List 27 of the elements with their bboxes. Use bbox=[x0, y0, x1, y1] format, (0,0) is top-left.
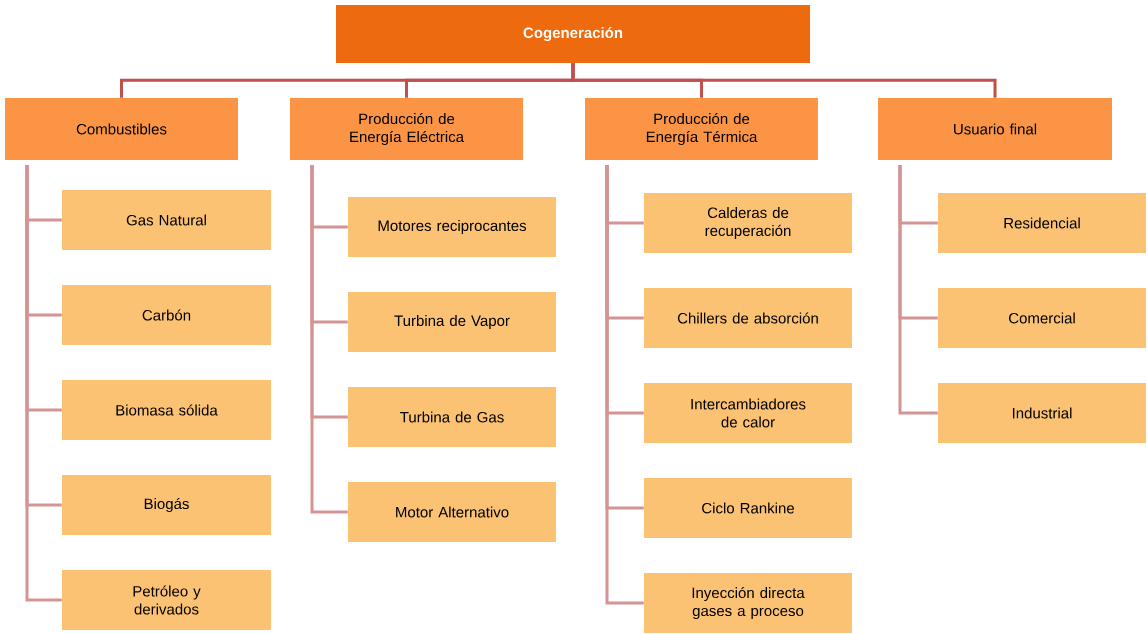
item-box: Industrial bbox=[938, 383, 1146, 443]
item-box: Intercambiadores de calor bbox=[644, 383, 852, 443]
item-box: Turbina de Gas bbox=[348, 387, 556, 447]
item-box: Motor Alternativo bbox=[348, 482, 556, 542]
connector-line bbox=[310, 165, 348, 514]
item-box: Petróleo y derivados bbox=[62, 570, 271, 630]
category-box: Usuario final bbox=[878, 98, 1112, 160]
item-box: Turbina de Vapor bbox=[348, 292, 556, 352]
item-box: Biomasa sólida bbox=[62, 380, 271, 440]
item-box: Inyección directa gases a proceso bbox=[644, 573, 852, 633]
connector-line bbox=[898, 165, 938, 415]
connector-line bbox=[571, 63, 997, 98]
item-box: Motores reciprocantes bbox=[348, 197, 556, 257]
item-box: Calderas de recuperación bbox=[644, 193, 852, 253]
item-box: Residencial bbox=[938, 193, 1146, 253]
item-box: Biogás bbox=[62, 475, 271, 535]
item-box: Carbón bbox=[62, 285, 271, 345]
category-box: Producción de Energía Eléctrica bbox=[290, 98, 523, 160]
connector-line bbox=[25, 165, 62, 602]
item-box: Comercial bbox=[938, 288, 1146, 348]
item-box: Ciclo Rankine bbox=[644, 478, 852, 538]
title-box: Cogeneración bbox=[336, 5, 810, 63]
category-box: Producción de Energía Térmica bbox=[585, 98, 818, 160]
item-box: Chillers de absorción bbox=[644, 288, 852, 348]
category-box: Combustibles bbox=[5, 98, 238, 160]
connector-line bbox=[605, 165, 644, 605]
item-box: Gas Natural bbox=[62, 190, 271, 250]
